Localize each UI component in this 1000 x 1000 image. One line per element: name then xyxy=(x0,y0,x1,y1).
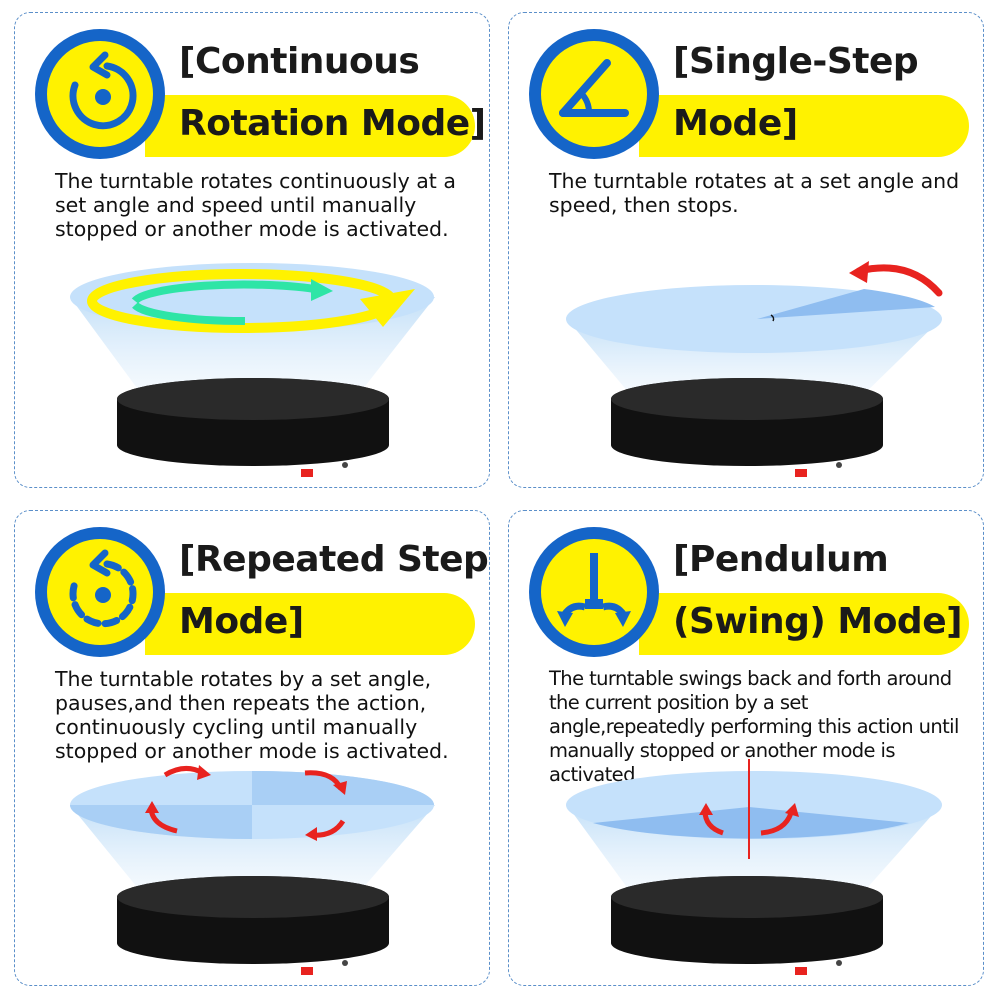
mode-panel-single-step: [Single-Step Mode] The turntable rotates… xyxy=(508,12,984,488)
turntable-illustration xyxy=(566,261,943,477)
mode-badge xyxy=(529,29,659,159)
mode-description: The turntable rotates at a set angle and… xyxy=(549,169,960,217)
mode-title-line2: (Swing) Mode] xyxy=(673,601,963,642)
turntable-illustration xyxy=(70,263,435,477)
mode-title-line1: [Pendulum xyxy=(673,539,889,580)
mode-description: The turntable swings back and forth arou… xyxy=(549,667,959,786)
turntable-illustration xyxy=(566,759,942,975)
title-highlight xyxy=(145,95,475,157)
mode-panel-repeated-step: [Repeated Step Mode] The turntable rotat… xyxy=(14,510,490,986)
mode-panel-pendulum: [Pendulum (Swing) Mode] The turntable sw… xyxy=(508,510,984,986)
mode-badge xyxy=(529,527,659,657)
title-highlight xyxy=(639,593,969,655)
angle-icon xyxy=(559,59,629,117)
mode-badge xyxy=(35,527,165,657)
pendulum-icon xyxy=(557,553,631,627)
mode-description: The turntable rotates continuously at a … xyxy=(55,169,456,241)
title-highlight xyxy=(145,593,475,655)
power-switch xyxy=(301,469,313,477)
mode-title-line1: [Repeated Step xyxy=(179,539,489,580)
mode-title-line2: Rotation Mode] xyxy=(179,103,486,144)
title-highlight xyxy=(639,95,969,157)
repeat-step-icon xyxy=(69,549,137,628)
mode-title-line1: [Single-Step xyxy=(673,41,919,82)
power-switch xyxy=(795,967,807,975)
mode-title-line1: [Continuous xyxy=(179,41,420,82)
mode-badge xyxy=(35,29,165,159)
mode-title-line2: Mode] xyxy=(179,601,304,642)
mode-description: The turntable rotates by a set angle, pa… xyxy=(55,667,449,763)
power-switch xyxy=(301,967,313,975)
power-switch xyxy=(795,469,807,477)
turntable-illustration xyxy=(70,765,435,975)
mode-panel-continuous: [Continuous Rotation Mode] The turntable… xyxy=(14,12,490,488)
mode-title-line2: Mode] xyxy=(673,103,798,144)
rotation-icon xyxy=(69,51,137,130)
